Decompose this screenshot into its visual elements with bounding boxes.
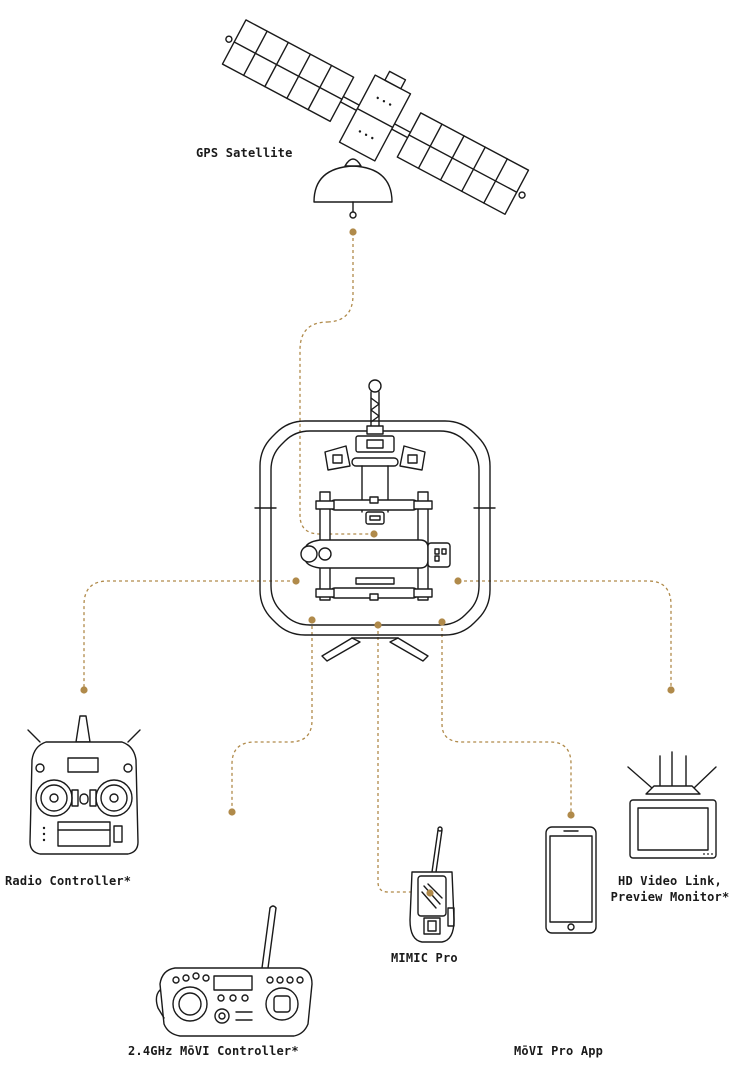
label-mimic-pro: MIMIC Pro (391, 951, 458, 965)
dot-gimbal-movi (308, 616, 316, 624)
wire-mimic (377, 625, 428, 893)
label-hd-video-link: HD Video Link, (618, 874, 722, 888)
dot-app (567, 811, 575, 819)
dot-mimic (426, 889, 434, 897)
monitor-icon (627, 751, 717, 859)
movi-controller-icon (155, 905, 313, 1037)
satellite-icon (221, 19, 530, 219)
dot-gimbal-app (438, 618, 446, 626)
mimic-pro-icon (409, 826, 455, 943)
dot-hd (667, 686, 675, 694)
phone-icon (545, 826, 597, 934)
dot-radio (80, 686, 88, 694)
dot-gimbal-mimic (374, 621, 382, 629)
label-movi-pro-app: MōVI Pro App (514, 1044, 604, 1058)
wire-gps (299, 232, 374, 535)
label-movi-controller: 2.4GHz MōVI Controller* (128, 1044, 299, 1058)
wire-radio (83, 580, 296, 690)
wire-movi (231, 620, 313, 812)
connection-wires (83, 232, 672, 893)
dot-gimbal-right (454, 577, 462, 585)
radio-controller-icon (27, 715, 141, 855)
label-gps-satellite: GPS Satellite (196, 146, 293, 160)
dot-movi (228, 808, 236, 816)
connection-dots (80, 228, 675, 897)
dot-gimbal-left (292, 577, 300, 585)
gimbal-icon (254, 379, 496, 662)
label-radio-controller: Radio Controller* (5, 874, 132, 888)
dot-gps (349, 228, 357, 236)
wire-app (441, 622, 572, 815)
dot-gimbal-center (370, 530, 378, 538)
label-preview-monitor: Preview Monitor* (610, 890, 730, 904)
